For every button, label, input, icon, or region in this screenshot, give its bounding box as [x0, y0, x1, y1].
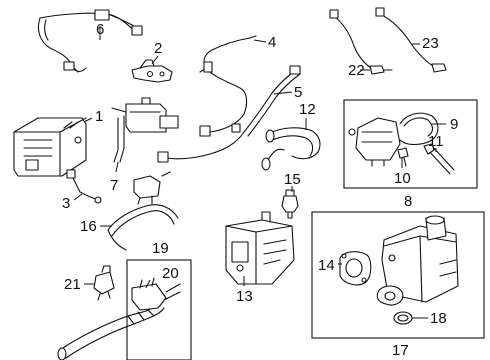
- callout-9: 9: [450, 116, 458, 133]
- leader-lines: [73, 26, 446, 319]
- egr-cooler-part-17: [376, 215, 459, 306]
- intake-hose-part-20: [57, 277, 181, 360]
- oxygen-sensor-part-22: [329, 9, 393, 75]
- callout-3: 3: [62, 195, 70, 212]
- callout-10: 10: [394, 170, 411, 187]
- sensor-part-21: [93, 265, 115, 301]
- group-box-19: [126, 259, 192, 360]
- egr-valve-part-13: [225, 211, 295, 285]
- callout-12: 12: [299, 101, 316, 118]
- callout-13: 13: [236, 288, 253, 305]
- oxygen-sensor-part-23: [375, 7, 447, 73]
- valve-hose-part-16: [107, 171, 179, 251]
- callout-15: 15: [284, 171, 301, 188]
- callout-6: 6: [96, 21, 104, 38]
- vapor-hose-part-4: [199, 35, 257, 137]
- gasket-part-14: [339, 251, 372, 286]
- callout-14: 14: [318, 257, 335, 274]
- tube-part-12: [261, 127, 321, 171]
- sensor-part-15: [281, 189, 299, 219]
- callout-11: 11: [428, 133, 444, 150]
- group-box-17: [311, 211, 485, 339]
- bolt-part-10: [397, 147, 409, 167]
- callout-7: 7: [110, 177, 118, 194]
- callout-17: 17: [392, 342, 409, 359]
- bolt-part-11: [423, 143, 455, 175]
- hose-part-5: [157, 65, 301, 163]
- purge-valve-part-7: [111, 97, 179, 163]
- group-box-8: [343, 99, 478, 189]
- vent-line-part-3: [66, 169, 102, 204]
- callout-23: 23: [422, 35, 439, 52]
- wiring-harness-part-6: [37, 9, 143, 73]
- callout-8: 8: [404, 193, 412, 210]
- callout-2: 2: [154, 40, 162, 57]
- callout-20: 20: [162, 265, 179, 282]
- callout-19: 19: [152, 240, 169, 257]
- callout-4: 4: [268, 34, 276, 51]
- callout-16: 16: [80, 218, 97, 235]
- o-ring-part-18: [393, 311, 413, 325]
- egr-valve-part-9: [348, 112, 439, 167]
- charcoal-canister-part-1: [13, 117, 87, 177]
- callout-18: 18: [430, 310, 447, 327]
- callout-5: 5: [294, 84, 302, 101]
- callout-21: 21: [64, 276, 81, 293]
- callout-1: 1: [95, 108, 103, 125]
- callout-22: 22: [348, 62, 365, 79]
